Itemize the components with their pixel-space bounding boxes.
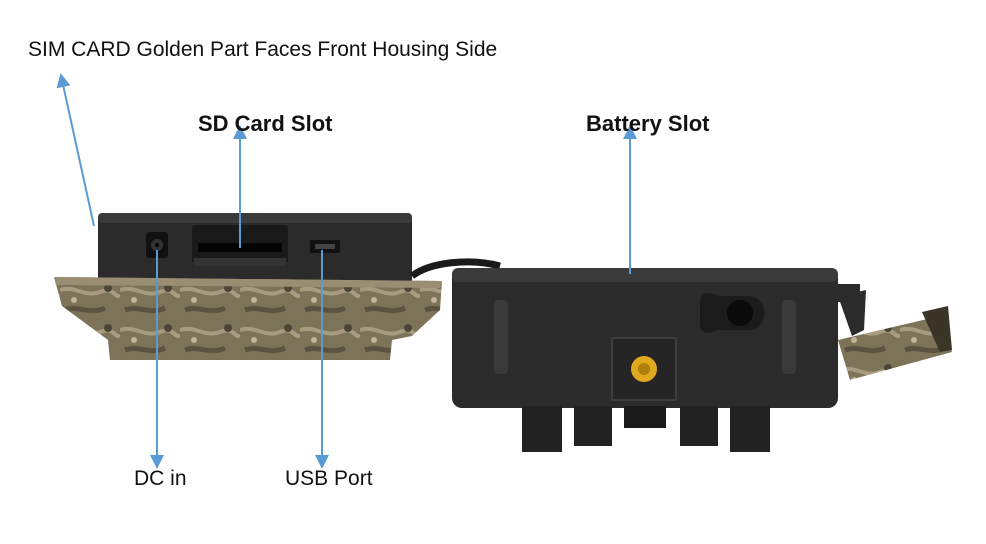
latch-clip bbox=[838, 290, 952, 380]
dc-in-label: DC in bbox=[134, 467, 187, 490]
tripod-mount-icon bbox=[611, 337, 677, 401]
sim-arrow bbox=[56, 73, 95, 227]
hinge-strap bbox=[409, 258, 501, 279]
annotation-arrows bbox=[56, 73, 637, 469]
usb-port-icon bbox=[310, 240, 340, 253]
sim-card-label: SIM CARD Golden Part Faces Front Housing… bbox=[28, 38, 498, 61]
lock-hole-icon bbox=[700, 293, 765, 333]
camo-bezel bbox=[54, 277, 442, 360]
dc-jack-icon bbox=[146, 232, 168, 258]
sd-card-slot-label: SD Card Slot bbox=[198, 111, 333, 136]
usb-port-label: USB Port bbox=[285, 467, 373, 490]
battery-slot-label: Battery Slot bbox=[586, 111, 710, 136]
